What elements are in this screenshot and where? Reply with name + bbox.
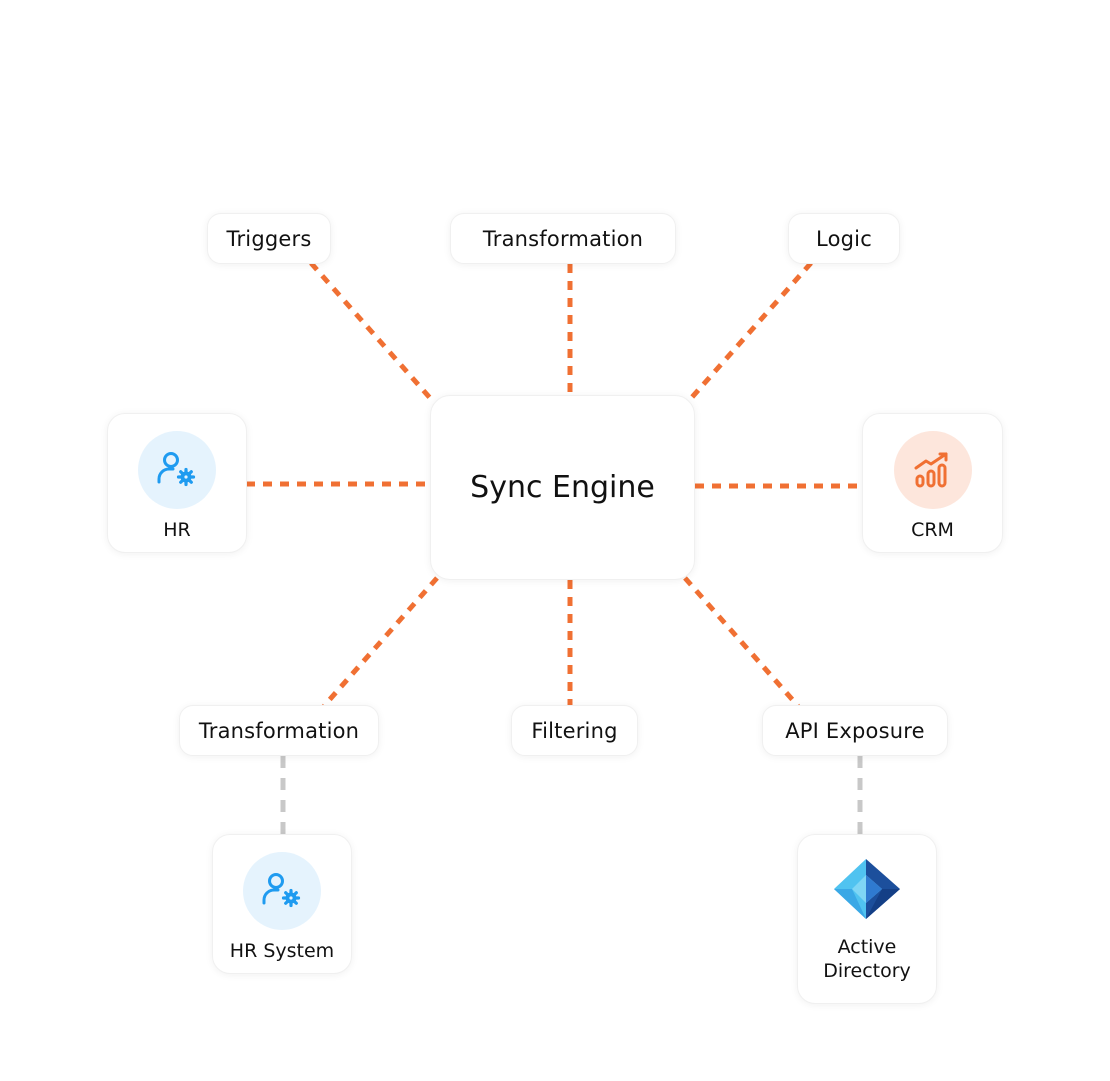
crm-label: CRM xyxy=(911,519,954,541)
crm-node[interactable]: CRM xyxy=(862,413,1003,553)
transformation-top-label: Transformation xyxy=(482,226,644,251)
connector-logic xyxy=(684,261,813,406)
api-exposure-label: API Exposure xyxy=(785,718,925,743)
connector-triggers xyxy=(309,261,440,409)
hr-node[interactable]: HR xyxy=(107,413,247,553)
triggers-label: Triggers xyxy=(226,226,312,251)
filtering-pill[interactable]: Filtering xyxy=(511,705,638,756)
triggers-pill[interactable]: Triggers xyxy=(207,213,331,264)
api-exposure-pill[interactable]: API Exposure xyxy=(762,705,948,756)
connector-transformation-bottom xyxy=(322,576,439,708)
hr-label: HR xyxy=(163,519,191,541)
logic-pill[interactable]: Logic xyxy=(788,213,900,264)
user-gear-icon xyxy=(243,852,321,930)
hr-system-label: HR System xyxy=(229,940,335,962)
sync-engine-label: Sync Engine xyxy=(470,470,655,505)
bar-chart-growth-icon xyxy=(893,431,972,509)
active-directory-label-line1: Active xyxy=(837,936,897,958)
transformation-bottom-pill[interactable]: Transformation xyxy=(179,705,379,756)
active-directory-label: Active Directory xyxy=(823,935,911,983)
azure-active-directory-icon xyxy=(832,857,902,921)
filtering-label: Filtering xyxy=(531,718,618,743)
sync-engine-hub[interactable]: Sync Engine xyxy=(430,395,695,580)
transformation-bottom-label: Transformation xyxy=(198,718,360,743)
connector-api-exposure xyxy=(683,576,800,708)
hr-system-node[interactable]: HR System xyxy=(212,834,352,974)
transformation-top-pill[interactable]: Transformation xyxy=(450,213,676,264)
logic-label: Logic xyxy=(816,226,872,251)
user-gear-icon xyxy=(138,431,216,509)
active-directory-label-line2: Directory xyxy=(823,960,911,982)
active-directory-node[interactable]: Active Directory xyxy=(797,834,937,1004)
